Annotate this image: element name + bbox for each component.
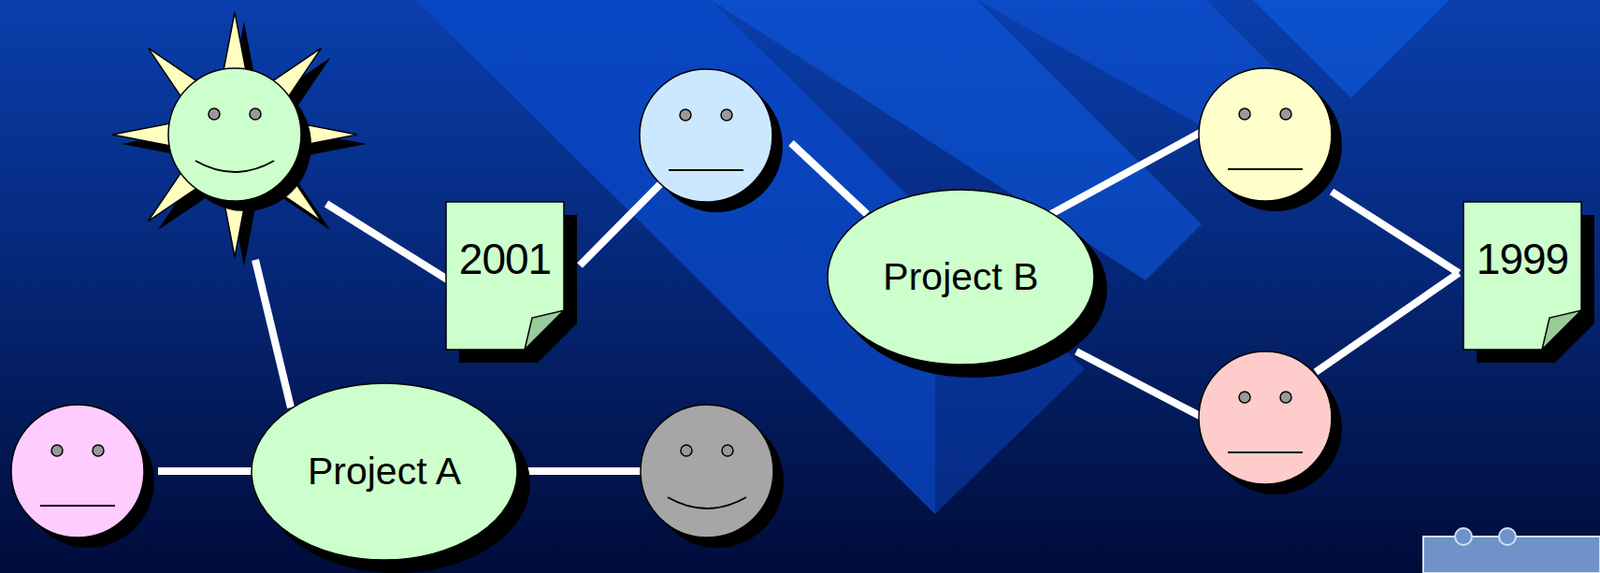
project-ellipse: Project B bbox=[826, 188, 1096, 366]
year-label: 2001 bbox=[459, 233, 551, 285]
project-label: Project B bbox=[882, 255, 1038, 300]
face-icon bbox=[640, 404, 784, 548]
face-icon bbox=[112, 12, 367, 267]
face-icon bbox=[1198, 68, 1342, 212]
puzzle-logo bbox=[1423, 528, 1600, 573]
face-icon bbox=[11, 404, 155, 548]
project-ellipse: Project A bbox=[250, 382, 519, 562]
face-icon bbox=[639, 69, 783, 213]
project-label: Project A bbox=[307, 449, 462, 494]
document-node: 2001 bbox=[446, 201, 564, 350]
document-node: 1999 bbox=[1463, 201, 1582, 350]
face-icon bbox=[1198, 351, 1342, 495]
year-label: 1999 bbox=[1476, 233, 1569, 285]
